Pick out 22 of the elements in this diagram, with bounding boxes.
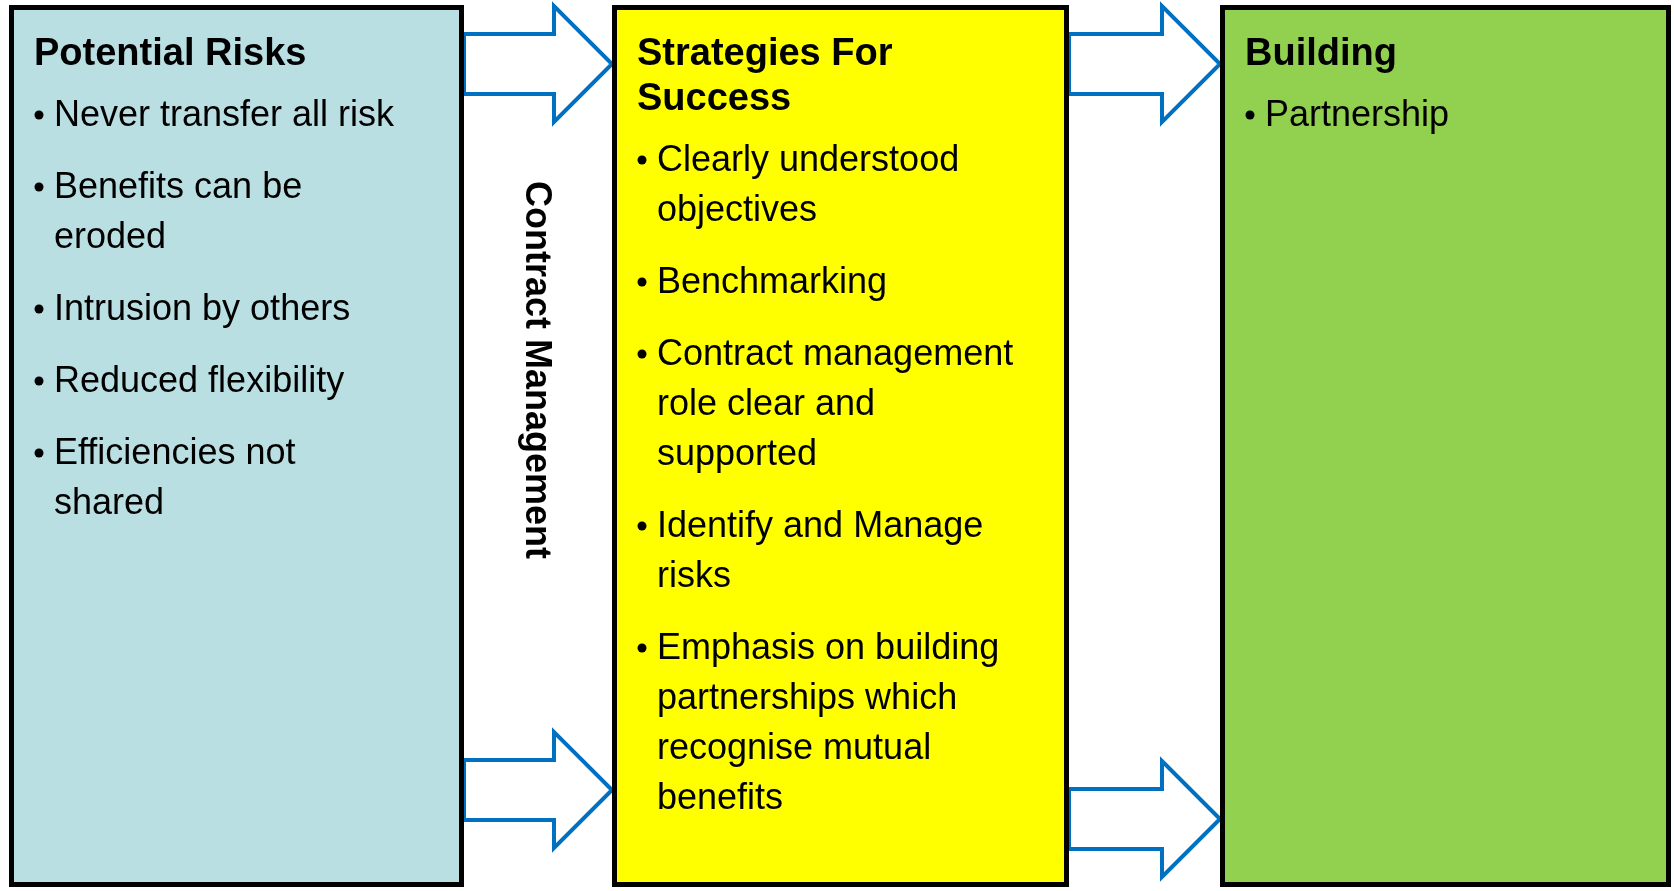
bullet-text: Clearly understood objectives <box>657 138 960 229</box>
vertical-label: Contract Management <box>518 181 558 560</box>
block-arrow <box>462 727 615 853</box>
column-panel <box>612 5 1069 887</box>
bullet-text: Contract management role clear and supported <box>657 332 1014 473</box>
column-panel <box>9 5 464 887</box>
block-arrow <box>462 1 615 127</box>
bullet-text: Partnership <box>1265 93 1450 134</box>
bullet-text: Benchmarking <box>657 260 888 301</box>
bullet-text: Identify and Manage risks <box>657 504 984 595</box>
bullet-text: Never transfer all risk <box>54 93 395 134</box>
bullet-text: Benefits can be eroded <box>54 165 303 256</box>
panel-heading: Building <box>1245 30 1398 75</box>
column-panel <box>1220 5 1671 887</box>
block-arrow <box>1067 1 1223 127</box>
panel-heading: Potential Risks <box>34 30 308 75</box>
panel-heading: Strategies For Success <box>637 30 894 120</box>
bullet-text: Emphasis on building partnerships which recognise mutual benefits <box>657 626 1000 817</box>
block-arrow <box>1067 756 1223 882</box>
bullet-text: Intrusion by others <box>54 287 351 328</box>
bullet-text: Reduced flexibility <box>54 359 345 400</box>
bullet-text: Efficiencies not shared <box>54 431 296 522</box>
